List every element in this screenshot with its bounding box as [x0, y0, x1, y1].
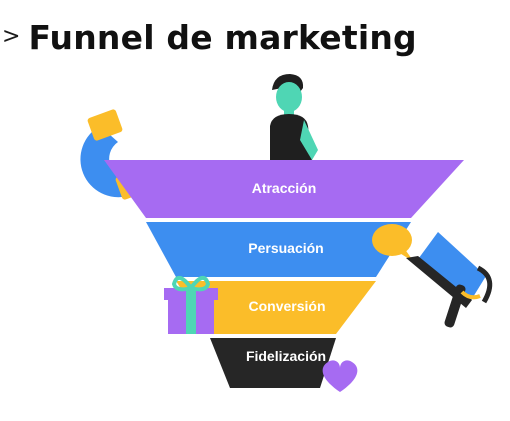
funnel-band-conversion	[176, 281, 376, 334]
page-title: Funnel de marketing	[28, 17, 417, 57]
gift-icon	[164, 276, 218, 334]
funnel-band-fidelizacion	[210, 338, 336, 388]
funnel-stage-atraccion: Atracción	[104, 160, 464, 218]
title-row: > Funnel de marketing	[0, 12, 417, 62]
funnel-band-atraccion	[104, 160, 464, 218]
chevron-right-icon[interactable]: >	[2, 24, 21, 49]
funnel-band-persuacion	[146, 222, 411, 277]
stage-label-atraccion: Atracción	[252, 180, 317, 196]
stage-label-persuacion: Persuación	[248, 240, 323, 256]
heart-icon	[322, 360, 358, 392]
funnel-stage-persuacion: Persuación	[146, 222, 411, 277]
funnel-stage-fidelizacion: Fidelización	[210, 338, 336, 388]
megaphone-icon	[406, 232, 493, 328]
funnel-stage-conversion: Conversión	[176, 281, 376, 334]
person-illustration	[270, 74, 318, 160]
stage-label-conversion: Conversión	[248, 298, 325, 314]
stage-label-fidelizacion: Fidelización	[246, 348, 326, 364]
